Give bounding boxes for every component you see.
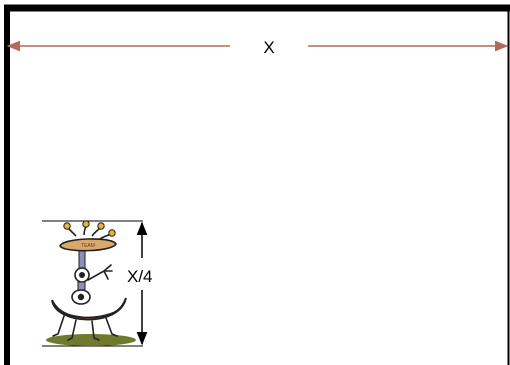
antenna-bulbs	[63, 220, 116, 237]
upper-pupil	[79, 272, 85, 278]
lower-pupil	[77, 293, 85, 301]
ground-shadow	[46, 334, 136, 346]
neck	[78, 250, 86, 270]
height-dimension: X/4	[42, 220, 153, 347]
cartoon-creature-icon: TEAM	[46, 220, 136, 346]
hat-badge: TEAM	[81, 243, 95, 249]
height-label: X/4	[127, 267, 153, 286]
crescent-body	[51, 297, 127, 321]
frame	[4, 4, 510, 365]
torso	[77, 281, 86, 291]
width-dimension: X	[6, 38, 509, 57]
legs	[52, 315, 118, 341]
width-label: X	[263, 38, 274, 57]
hat	[59, 238, 117, 252]
arm	[87, 264, 113, 281]
